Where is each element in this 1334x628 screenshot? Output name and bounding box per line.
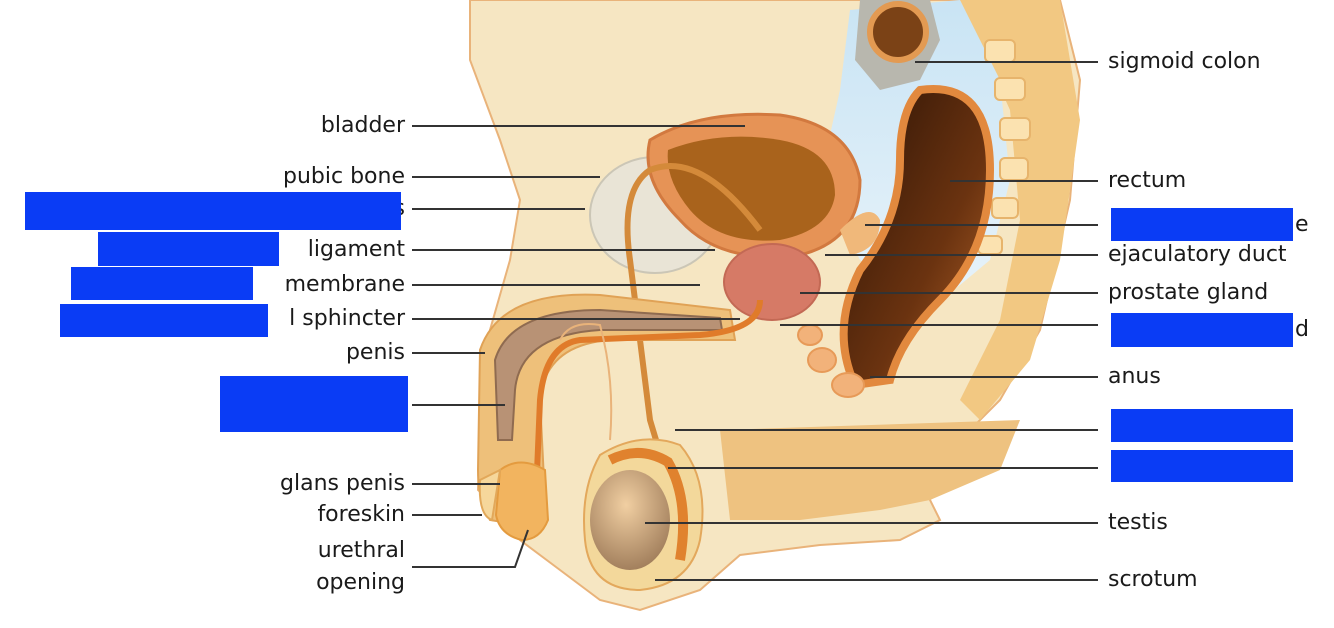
- label-penis: penis: [300, 340, 405, 366]
- label-urethral: urethral: [250, 538, 405, 564]
- perineum: [720, 420, 1020, 520]
- label-partial-e: e: [1295, 212, 1309, 238]
- label-pubic-bone: pubic bone: [200, 164, 405, 190]
- redaction-box: [1111, 313, 1293, 347]
- testis: [590, 470, 670, 570]
- label-glans-penis: glans penis: [220, 471, 405, 497]
- label-scrotum: scrotum: [1108, 567, 1198, 593]
- label-prostate-gland: prostate gland: [1108, 280, 1268, 306]
- label-bladder: bladder: [250, 113, 405, 139]
- redaction-box: [220, 376, 408, 432]
- colon-lumen: [870, 4, 926, 60]
- label-foreskin: foreskin: [250, 502, 405, 528]
- redaction-box: [25, 192, 401, 230]
- redaction-box: [60, 304, 268, 337]
- label-sphincter: l sphincter: [250, 306, 405, 332]
- label-partial-d: d: [1295, 317, 1309, 343]
- prostate: [724, 244, 820, 320]
- label-opening: opening: [250, 570, 405, 596]
- label-membrane: membrane: [250, 272, 405, 298]
- label-sigmoid-colon: sigmoid colon: [1108, 49, 1261, 75]
- label-ejaculatory-duct: ejaculatory duct: [1108, 242, 1287, 268]
- label-anus: anus: [1108, 364, 1161, 390]
- redaction-box: [1111, 450, 1293, 482]
- label-rectum: rectum: [1108, 168, 1186, 194]
- label-testis: testis: [1108, 510, 1168, 536]
- redaction-box: [71, 267, 253, 300]
- redaction-box: [98, 232, 279, 266]
- redaction-box: [1111, 409, 1293, 442]
- glans: [496, 463, 548, 541]
- redaction-box: [1111, 208, 1293, 241]
- label-ligament: ligament: [270, 237, 405, 263]
